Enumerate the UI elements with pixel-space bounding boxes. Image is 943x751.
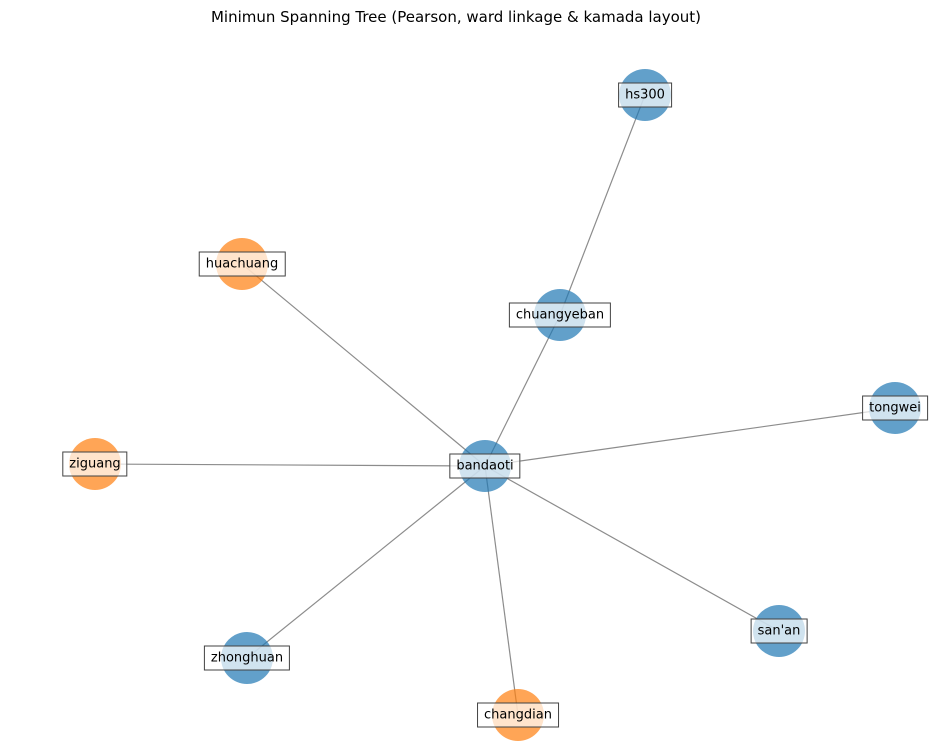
node-label-tongwei: tongwei: [862, 395, 928, 421]
node-label-hs300: hs300: [618, 82, 672, 108]
node-label-chuangyeban: chuangyeban: [508, 302, 612, 328]
node-label-san_an: san'an: [750, 618, 808, 644]
edge-bandaoti-san_an: [484, 465, 780, 632]
edge-bandaoti-chuangyeban: [484, 314, 561, 467]
node-label-ziguang: ziguang: [62, 451, 128, 477]
chart-title: Minimun Spanning Tree (Pearson, ward lin…: [210, 8, 702, 26]
edge-bandaoti-huachuang: [241, 263, 486, 467]
edge-bandaoti-tongwei: [484, 407, 896, 467]
node-label-zhonghuan: zhonghuan: [203, 645, 291, 671]
edge-chuangyeban-hs300: [559, 94, 646, 316]
edge-bandaoti-changdian: [484, 465, 519, 716]
node-label-changdian: changdian: [477, 702, 559, 728]
node-label-huachuang: huachuang: [198, 251, 286, 277]
edge-bandaoti-ziguang: [94, 463, 486, 467]
edge-bandaoti-zhonghuan: [246, 465, 486, 659]
node-label-bandaoti: bandaoti: [449, 453, 521, 479]
